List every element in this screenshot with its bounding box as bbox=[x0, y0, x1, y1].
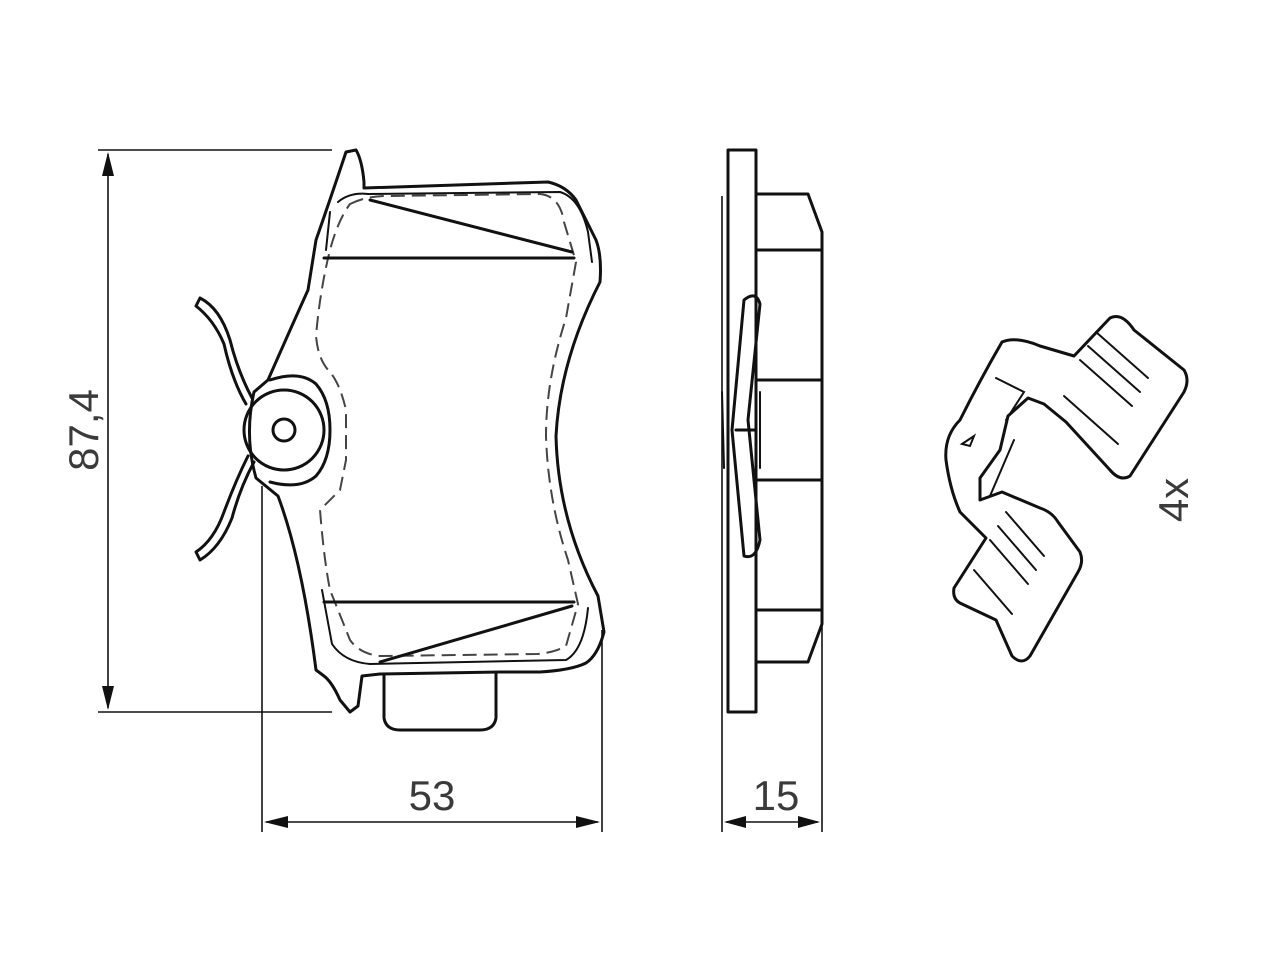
thickness-dimension: 15 bbox=[721, 196, 823, 832]
clip-body bbox=[944, 315, 1189, 663]
brake-pad-front-view bbox=[194, 148, 606, 732]
mounting-eye-outer bbox=[242, 388, 326, 472]
height-arrow-top bbox=[102, 152, 114, 176]
width-dimension: 53 bbox=[261, 486, 603, 832]
spring-clip-lower bbox=[194, 454, 256, 562]
spring-clip-upper bbox=[194, 296, 254, 406]
height-arrow-bottom bbox=[102, 686, 114, 710]
brake-pad-side-view bbox=[721, 148, 824, 714]
clip-ribs-lower bbox=[973, 511, 1045, 615]
upper-chamfer-diagonal bbox=[368, 198, 574, 254]
backing-plate-outline bbox=[248, 148, 606, 714]
lower-chamfer-diagonal bbox=[378, 604, 574, 664]
width-dimension-label: 53 bbox=[409, 772, 456, 819]
mounting-boss bbox=[268, 374, 332, 487]
width-arrow-right bbox=[576, 816, 600, 828]
bottom-tab bbox=[382, 672, 498, 732]
side-backing-plate bbox=[726, 148, 758, 714]
thickness-arrow-left bbox=[724, 816, 746, 828]
thickness-dimension-label: 15 bbox=[753, 772, 800, 819]
accessory-clip bbox=[944, 315, 1189, 663]
clip-inner-fold bbox=[959, 377, 1026, 497]
friction-material-outline bbox=[314, 192, 580, 658]
quantity-label: 4x bbox=[1150, 478, 1197, 522]
side-spring-clip bbox=[730, 294, 762, 559]
clip-ribs-upper bbox=[1063, 331, 1149, 445]
plate-inner-edge bbox=[321, 190, 593, 666]
mounting-eye-hole bbox=[271, 417, 297, 443]
height-dimension: 87,4 bbox=[60, 149, 332, 713]
width-arrow-left bbox=[264, 816, 288, 828]
height-dimension-label: 87,4 bbox=[60, 389, 107, 471]
thickness-arrow-right bbox=[798, 816, 820, 828]
side-friction-block bbox=[754, 192, 824, 664]
